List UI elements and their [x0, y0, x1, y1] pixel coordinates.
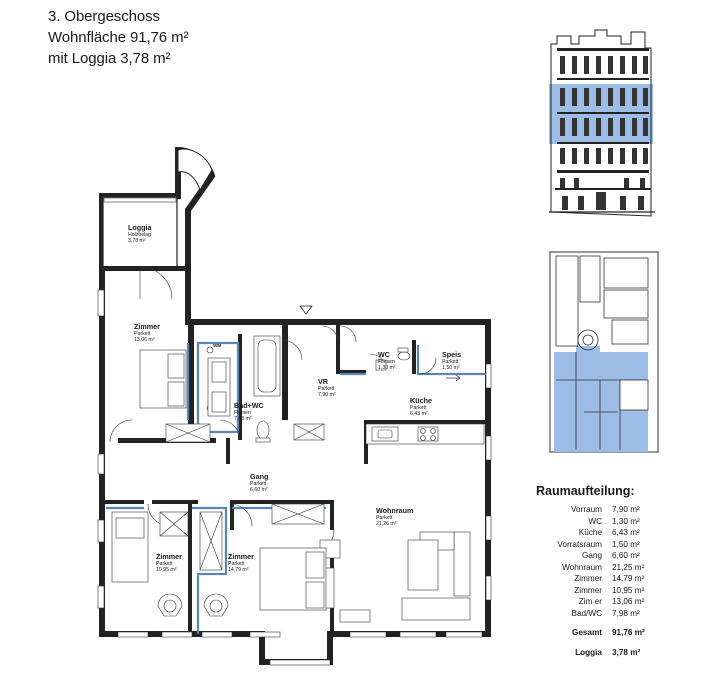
zimmer-top-name: Zimmer: [134, 322, 160, 331]
room-area: 1,50 m²: [612, 539, 640, 549]
bad-wc-area: 7,98 m²: [234, 416, 252, 422]
speis-floor: Parkett: [442, 359, 459, 365]
zimmer-left-floor: Parkett: [156, 561, 173, 567]
room-label: Zimmer: [574, 574, 602, 583]
label-loggia: Loggia Holzbelag 3,78 m²: [128, 223, 153, 244]
speis-area: 1,50 m²: [442, 365, 460, 371]
wohnraum-floor: Parkett: [376, 515, 393, 521]
wohnraum-name: Wohnraum: [376, 506, 413, 515]
room-table-row: Gang 6,60 m²: [528, 550, 718, 562]
room-area: 7,98 m²: [612, 608, 640, 618]
zimmer-top-area: 13,06 m²: [134, 337, 155, 343]
gang-area: 6,60 m²: [250, 487, 268, 493]
label-zimmer-mid: Zimmer Parkett 14,79 m²: [228, 552, 254, 573]
kueche-floor: Parkett: [410, 405, 427, 411]
loggia-area: mit Loggia 3,78 m²: [48, 50, 171, 67]
room-label: Küche: [578, 528, 602, 537]
gang-floor: Parkett: [250, 481, 267, 487]
room-label: Gang: [581, 551, 602, 560]
room-area: 6,43 m²: [612, 528, 640, 537]
zimmer-top-floor: Parkett: [134, 331, 151, 337]
room-area: 21,25 m²: [612, 562, 645, 572]
label-zimmer-left: Zimmer Parkett 10,95 m²: [156, 552, 182, 573]
room-table-row: Zimmer 14,79 m²: [528, 573, 718, 585]
room-area: 10,95 m²: [612, 585, 645, 595]
total-label: Gesamt: [571, 628, 602, 637]
room-table-row: Küche 6,43 m²: [528, 527, 718, 539]
room-table-loggia: Loggia 3,78 m²: [528, 647, 718, 659]
room-table-rows: Vorraum 7,90 m² WC 1,30 m² Küche 6,43 m² Vorra…: [528, 504, 718, 619]
label-kueche: Küche Parkett 6,43 m²: [410, 396, 432, 417]
zimmer-mid-name: Zimmer: [228, 552, 254, 561]
facade-elevation: [549, 29, 655, 217]
loggia-total-label: Loggia: [575, 647, 602, 657]
wohnraum-area: 21,26 m²: [376, 521, 397, 527]
label-wc: WC Fliesen 1,30 m²: [378, 350, 396, 371]
living-area: Wohnfläche 91,76 m²: [48, 29, 189, 46]
room-area: 6,60 m²: [612, 551, 640, 560]
label-zimmer-top: Zimmer Parkett 13,06 m²: [134, 322, 160, 343]
room-area: 14,79 m²: [612, 574, 645, 583]
room-table-row: Zim er 13,06 m²: [528, 596, 718, 608]
room-table-row: Bad/WC 7,98 m²: [528, 608, 718, 620]
room-label: Vorratsraum: [557, 539, 602, 549]
room-table-row: WC 1,30 m²: [528, 516, 718, 528]
speis-name: Speis: [442, 350, 461, 359]
label-bad-wc: Bad+WC Fliesen 7,98 m²: [234, 401, 264, 422]
label-gang: Gang Parkett 6,60 m²: [250, 472, 268, 493]
zimmer-mid-area: 14,79 m²: [228, 567, 249, 573]
loggia-area: 3,78 m²: [128, 238, 146, 244]
room-table-row: Vorraum 7,90 m²: [528, 504, 718, 516]
room-table-total: Gesamt 91,76 m²: [528, 627, 718, 639]
vr-floor: Parkett: [318, 386, 335, 392]
bad-wc-name: Bad+WC: [234, 401, 264, 410]
zimmer-left-area: 10,95 m²: [156, 567, 177, 573]
room-label: WC: [588, 516, 602, 526]
loggia-name: Loggia: [128, 223, 153, 232]
label-speis: Speis Parkett 1,50 m²: [442, 350, 461, 371]
room-table-row: Wohnraum 21,25 m²: [528, 562, 718, 574]
room-table-row: Zimmer 10,95 m²: [528, 585, 718, 597]
room-label: Zimmer: [574, 585, 602, 595]
room-area: 1,30 m²: [612, 516, 640, 526]
room-area: 7,90 m²: [612, 505, 640, 514]
room-label: Wohnraum: [562, 562, 602, 572]
plan-heading: 3. Obergeschoss Wohnfläche 91,76 m² mit …: [48, 6, 189, 69]
room-label: Bad/WC: [571, 608, 602, 618]
room-label: Vorraum: [571, 505, 602, 514]
vr-name: VR: [318, 377, 329, 386]
floor-title: 3. Obergeschoss: [48, 8, 160, 25]
gang-name: Gang: [250, 472, 268, 481]
key-plan: [549, 251, 659, 453]
label-wohnraum: Wohnraum Parkett 21,26 m²: [376, 506, 413, 527]
wc-name: WC: [378, 350, 390, 359]
kueche-name: Küche: [410, 396, 432, 405]
apartment-plan: Loggia Holzbelag 3,78 m² Zimmer Parkett …: [97, 146, 492, 666]
total-value: 91,76 m²: [612, 628, 645, 637]
zimmer-mid-floor: Parkett: [228, 561, 245, 567]
wm-label: WM: [213, 343, 221, 348]
bad-wc-floor: Fliesen: [234, 410, 251, 416]
zimmer-left-name: Zimmer: [156, 552, 182, 561]
label-vr: VR Parkett 7,90 m²: [318, 377, 336, 398]
room-area: 13,06 m²: [612, 597, 645, 606]
wc-floor: Fliesen: [378, 359, 395, 365]
loggia-floor: Holzbelag: [128, 232, 151, 238]
vr-area: 7,90 m²: [318, 392, 336, 398]
loggia-total-value: 3,78 m²: [612, 647, 641, 657]
room-table-row: Vorratsraum 1,50 m²: [528, 539, 718, 551]
kueche-area: 6,43 m²: [410, 411, 428, 417]
room-table-title: Raumaufteilung:: [536, 484, 635, 498]
room-label: Zim er: [578, 597, 602, 606]
wc-area: 1,30 m²: [378, 365, 396, 371]
